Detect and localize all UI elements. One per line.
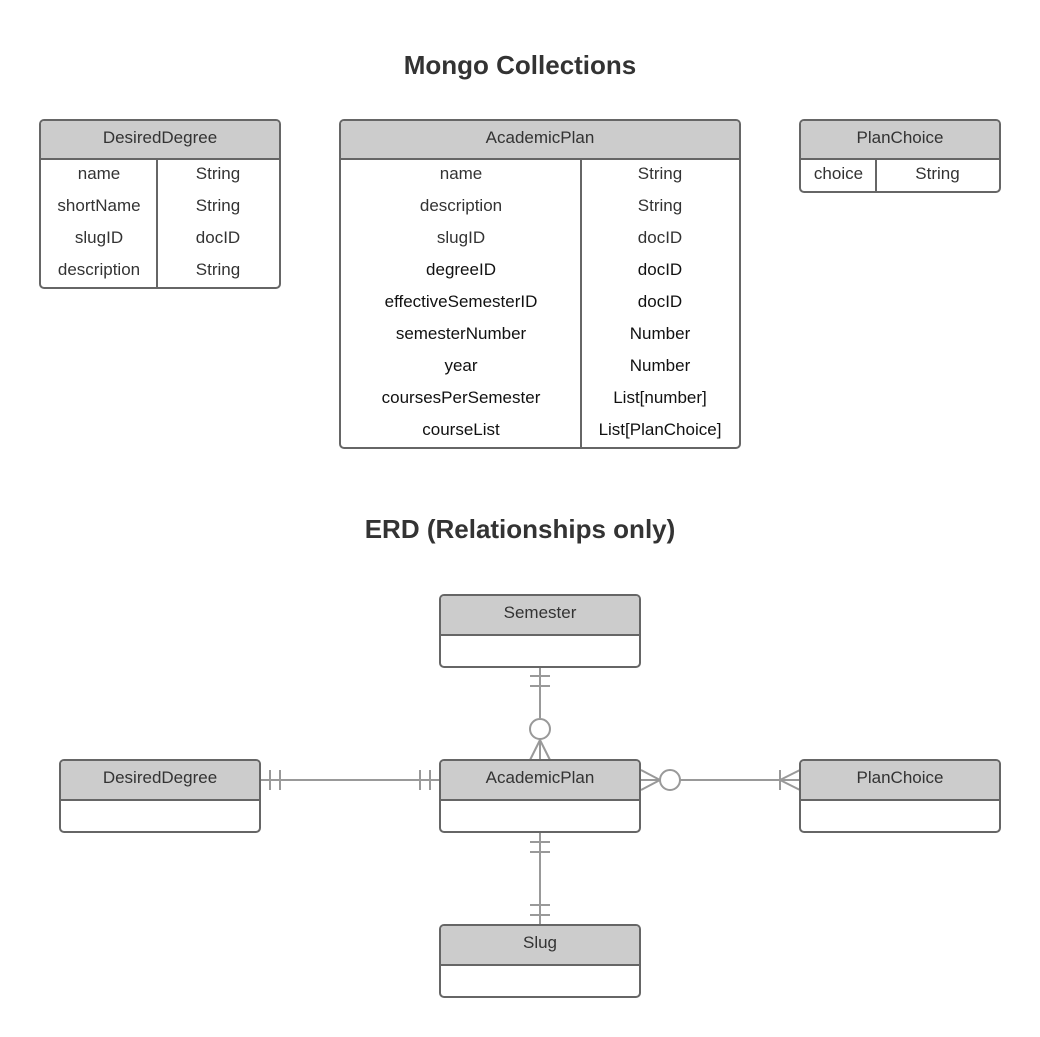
field-name: semesterNumber xyxy=(395,324,527,343)
table-row: choice String xyxy=(801,160,999,191)
field-type: String xyxy=(915,164,960,183)
table-row: year Number xyxy=(341,352,739,384)
table-row: slugID docID xyxy=(41,224,279,256)
field-type: String xyxy=(637,164,683,183)
field-type: docID xyxy=(637,260,683,279)
entity-title: DesiredDegree xyxy=(61,761,259,801)
table-row: name String xyxy=(41,160,279,192)
crow-foot-marker xyxy=(529,739,541,761)
field-name: choice xyxy=(813,164,864,183)
erd-entity-slug: Slug xyxy=(439,924,641,998)
field-name: description xyxy=(419,196,503,215)
field-name: effectiveSemesterID xyxy=(384,292,538,311)
field-name: degreeID xyxy=(426,260,496,279)
table-row: effectiveSemesterID docID xyxy=(341,288,739,320)
field-type: docID xyxy=(637,292,683,311)
zero-circle-marker xyxy=(529,718,551,740)
field-name: courseList xyxy=(422,420,500,439)
table-row: description String xyxy=(41,256,279,287)
entity-title: AcademicPlan xyxy=(441,761,639,801)
field-type: String xyxy=(195,260,241,279)
plan-choice-table-title: PlanChoice xyxy=(801,121,999,160)
field-name: description xyxy=(57,260,141,279)
crow-foot-marker xyxy=(640,769,661,781)
relationship-academic-plan-plan-choice xyxy=(640,769,801,791)
crow-foot-marker xyxy=(779,769,801,781)
field-type: String xyxy=(637,196,683,215)
entity-title: Semester xyxy=(441,596,639,636)
erd-entity-desired-degree: DesiredDegree xyxy=(59,759,261,833)
field-name: year xyxy=(444,356,478,375)
erd-entity-academic-plan: AcademicPlan xyxy=(439,759,641,833)
crow-foot-marker xyxy=(640,779,661,791)
plan-choice-table: PlanChoice choice String xyxy=(799,119,1001,193)
table-row: shortName String xyxy=(41,192,279,224)
academic-plan-table-title: AcademicPlan xyxy=(341,121,739,160)
table-row: degreeID docID xyxy=(341,256,739,288)
table-row: semesterNumber Number xyxy=(341,320,739,352)
erd-entity-plan-choice: PlanChoice xyxy=(799,759,1001,833)
field-name: name xyxy=(77,164,121,183)
field-type: Number xyxy=(629,356,691,375)
entity-title: Slug xyxy=(441,926,639,966)
field-type: docID xyxy=(195,228,241,247)
academic-plan-table: AcademicPlan name String description Str… xyxy=(339,119,741,449)
desired-degree-table: DesiredDegree name String shortName Stri… xyxy=(39,119,281,289)
field-name: slugID xyxy=(436,228,486,247)
field-name: slugID xyxy=(74,228,124,247)
relationship-academic-plan-slug xyxy=(530,833,550,925)
field-type: String xyxy=(195,164,241,183)
crow-foot-marker xyxy=(539,739,551,761)
entity-title: PlanChoice xyxy=(801,761,999,801)
field-type: List[number] xyxy=(613,388,707,407)
relationship-semester-academic-plan xyxy=(529,668,551,761)
field-type: Number xyxy=(629,324,691,343)
collections-heading: Mongo Collections xyxy=(403,50,637,80)
table-row: slugID docID xyxy=(341,224,739,256)
field-name: shortName xyxy=(57,196,141,215)
desired-degree-table-title: DesiredDegree xyxy=(41,121,279,160)
table-row: name String xyxy=(341,160,739,192)
field-name: name xyxy=(439,164,483,183)
table-row: courseList List[PlanChoice] xyxy=(341,416,739,447)
relationship-desired-degree-academic-plan xyxy=(261,770,440,790)
field-type: docID xyxy=(637,228,683,247)
field-name: coursesPerSemester xyxy=(381,388,541,407)
field-type: List[PlanChoice] xyxy=(598,420,722,439)
erd-heading: ERD (Relationships only) xyxy=(364,514,676,544)
erd-entity-semester: Semester xyxy=(439,594,641,668)
zero-circle-marker xyxy=(659,769,681,791)
crow-foot-marker xyxy=(779,779,801,791)
table-row: description String xyxy=(341,192,739,224)
field-type: String xyxy=(195,196,241,215)
table-row: coursesPerSemester List[number] xyxy=(341,384,739,416)
